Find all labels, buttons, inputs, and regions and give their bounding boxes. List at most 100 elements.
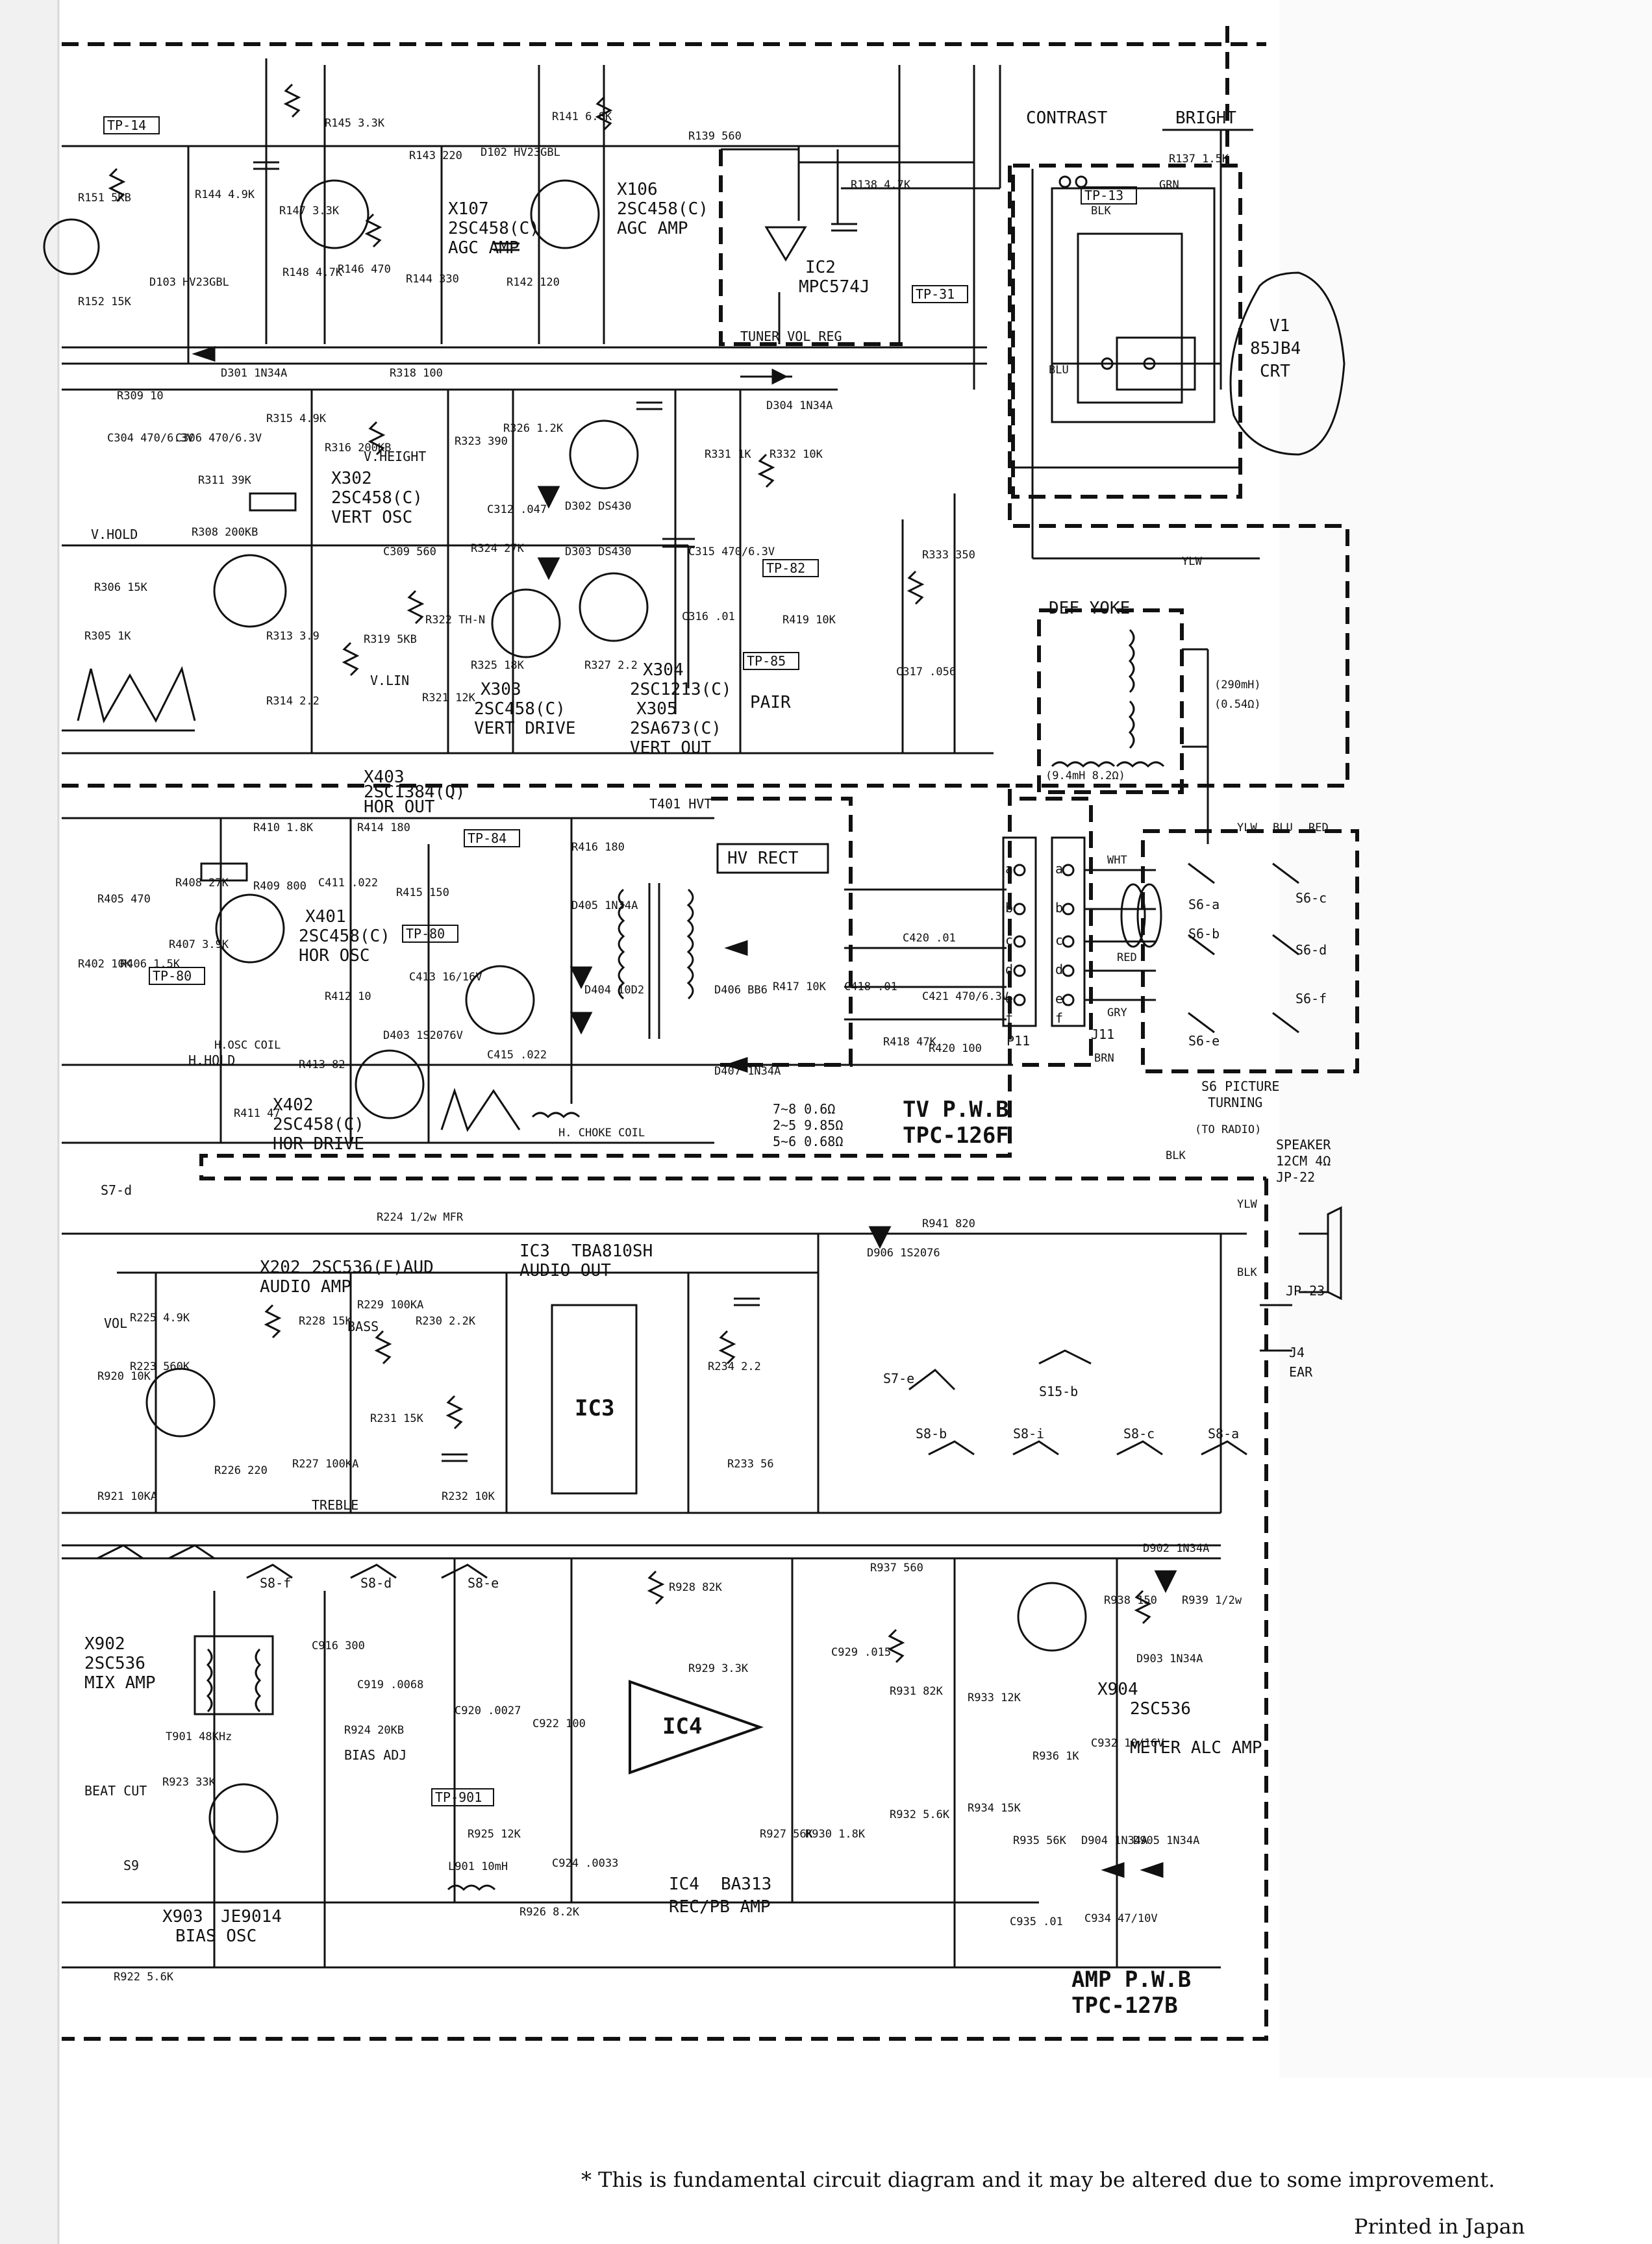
h-osc-coil-label: H.OSC COIL (214, 1039, 281, 1052)
component-label: D404 10D2 (584, 984, 644, 997)
bias-adj-label: BIAS ADJ (344, 1747, 407, 1763)
section-titles: CONTRAST BRIGHT TUNER VOL REG V1 85JB4 C… (84, 108, 1331, 1799)
component-label: R315 4.9K (266, 412, 327, 425)
component-label: R332 10K (770, 448, 823, 461)
component-label: R408 27K (175, 877, 229, 890)
connector-ref: P11 (1007, 1033, 1030, 1049)
component-label: C304 470/6.3V (107, 432, 194, 445)
component-label: R231 15K (370, 1412, 424, 1425)
speaker-jack: JP-22 (1276, 1169, 1315, 1185)
wire-color: BRN (1094, 1052, 1114, 1065)
pin-label: c (1005, 932, 1013, 948)
test-point: TP-31 (916, 286, 955, 302)
component-label: R331 1K (705, 448, 751, 461)
switch-label: S15-b (1039, 1384, 1078, 1399)
component-label: R922 5.6K (114, 1971, 174, 1984)
switch-label: S8-c (1123, 1426, 1155, 1441)
ic-func: AUDIO OUT (519, 1261, 611, 1280)
component-label: R931 82K (890, 1685, 944, 1698)
component-label: R407 3.9K (169, 938, 229, 951)
component-label: R232 10K (442, 1490, 495, 1503)
component-label: R323 390 (455, 435, 508, 448)
component-label: R309 10 (117, 390, 164, 403)
contrast-label: CONTRAST (1026, 108, 1108, 128)
def-yoke-label: DEF YOKE (1049, 599, 1130, 618)
component-label: C935 .01 (1010, 1915, 1063, 1928)
component-label: R418 47K (883, 1036, 937, 1049)
transistor-func: HOR OUT (364, 797, 435, 817)
transistor-type: 2SA673(C) (630, 719, 721, 738)
v-lin-label: V.LIN (370, 673, 409, 688)
transistor-ref: X902 (84, 1634, 125, 1654)
component-label: R143 220 (409, 149, 462, 162)
component-label: R306 15K (94, 581, 148, 594)
component-label: R416 180 (571, 841, 625, 854)
component-label: R224 1/2w MFR (377, 1211, 464, 1224)
amp-board-name: AMP P.W.B (1071, 1967, 1191, 1993)
transistor-func: VERT OUT (630, 738, 712, 758)
wire-color: BLU (1273, 821, 1293, 834)
component-label: R936 1K (1032, 1750, 1079, 1763)
component-label: D405 1N34A (571, 899, 638, 912)
transistor-func: METER ALC AMP (1130, 1738, 1262, 1758)
transistor-type: 2SC458(C) (299, 927, 390, 946)
component-label: R147 3.3K (279, 205, 340, 218)
component-label: R406 1.5K (120, 958, 181, 971)
vol-label: VOL (104, 1315, 127, 1331)
transistor-ref: X402 (273, 1095, 314, 1115)
tv-board-name: TV P.W.B (903, 1097, 1009, 1123)
component-label: R934 15K (968, 1802, 1021, 1815)
pin-label: e (1055, 991, 1063, 1006)
switch-label: S8-b (916, 1426, 947, 1441)
test-point: TP-80 (153, 968, 192, 984)
transistor-ref: X305 (636, 699, 677, 719)
crt-type: 85JB4 (1250, 339, 1301, 358)
transistor-ref: X106 (617, 180, 658, 199)
def-yoke (1051, 629, 1209, 844)
component-label: R939 1/2w (1182, 1594, 1242, 1607)
test-point: TP-82 (766, 560, 805, 576)
component-label: R415 150 (396, 886, 449, 899)
component-label: R316 200KB (325, 442, 391, 455)
pin-label: d (1005, 962, 1013, 977)
component-label: R420 100 (929, 1042, 982, 1055)
winding-3: 5~6 0.68Ω (773, 1134, 843, 1149)
transistor-ref: X107 (448, 199, 489, 219)
wire-color: BLK (1166, 1149, 1186, 1162)
component-label: R313 3.9 (266, 630, 319, 643)
component-label: C309 560 (383, 545, 436, 558)
component-labels: R145 3.3K R141 6.8K R147 3.3K R148 4.7K … (78, 110, 1242, 1984)
component-label: R311 39K (198, 474, 252, 487)
component-label: R938 150 (1104, 1594, 1157, 1607)
component-label: R145 3.3K (325, 117, 385, 130)
transistor-ref: X303 (481, 680, 521, 699)
tuner-vol-reg-label: TUNER VOL REG (740, 329, 842, 344)
transistor-func: AGC AMP (617, 219, 688, 238)
wire-color: BLK (1237, 1266, 1257, 1279)
component-label: R941 820 (922, 1217, 975, 1230)
vertical-section (62, 368, 994, 754)
component-label: D906 1S2076 (867, 1247, 940, 1260)
v-height-label: V.HEIGHT (364, 449, 426, 464)
component-label: C919 .0068 (357, 1678, 423, 1691)
component-label: C317 .056 (896, 666, 956, 679)
transistor-ref: X302 (331, 469, 372, 488)
transistor-type: 2SC1384(Q) (364, 782, 466, 802)
switch-label: S6-a (1188, 897, 1220, 912)
transistor-func: HOR OSC (299, 946, 370, 966)
pin-label: c (1055, 932, 1063, 948)
ic-body-ref: IC3 (575, 1395, 614, 1421)
component-label: R933 12K (968, 1691, 1021, 1704)
component-label: R139 560 (688, 130, 742, 143)
component-label: C411 .022 (318, 877, 378, 890)
h-choke-coil-label: H. CHOKE COIL (558, 1127, 645, 1140)
component-label: R138 4.7K (851, 179, 911, 192)
component-label: R405 470 (97, 893, 151, 906)
pin-label: e (1005, 991, 1013, 1006)
component-label: C413 16/16V (409, 971, 482, 984)
printed-in-label: Printed in Japan (1354, 2214, 1525, 2239)
component-label: R921 10KA (97, 1490, 157, 1503)
board-names: TV P.W.B TPC-126F AMP P.W.B TPC-127B (903, 1097, 1191, 2019)
switch-label: S8-a (1208, 1426, 1239, 1441)
